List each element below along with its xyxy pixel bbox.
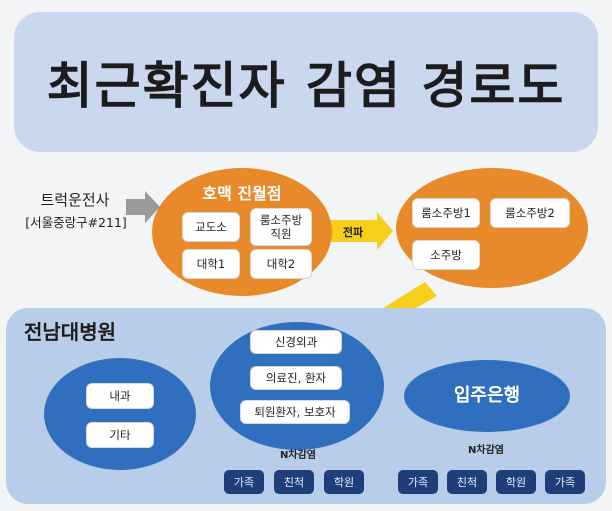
hospital-label: 전남대병원 xyxy=(24,320,116,344)
hospital-item-discharged: 퇴원환자, 보호자 xyxy=(240,400,350,424)
church-contact-relative: 친척 xyxy=(447,470,487,494)
homac-item-univ1: 대학1 xyxy=(182,249,240,279)
source-name: 트럭운전사 xyxy=(40,191,110,209)
room-item-3: 소주방 xyxy=(412,240,480,270)
room-ellipse xyxy=(396,168,588,288)
source-detail: [서울중랑구#211] xyxy=(25,215,127,230)
church-infection-label: N차감염 xyxy=(468,445,504,456)
homac-title: 호맥 진월점 xyxy=(202,184,282,203)
church-contact-academy: 학원 xyxy=(496,470,536,494)
hospital-item-staff-patients: 의료진, 환자 xyxy=(250,366,342,390)
hospital-item-internal: 내과 xyxy=(86,383,154,409)
hospital-item-other: 기타 xyxy=(86,422,154,448)
church-title: 입주은행 xyxy=(453,385,521,406)
church-contact-family: 가족 xyxy=(398,470,438,494)
homac-item-prison: 교도소 xyxy=(182,212,240,242)
church-ellipse xyxy=(404,360,570,432)
hospital-contact-relative: 친척 xyxy=(274,470,314,494)
church-contact-family-2: 가족 xyxy=(545,470,585,494)
homac-item-staff: 룸소주방 직원 xyxy=(250,208,312,246)
homac-item-univ2: 대학2 xyxy=(250,249,312,279)
spread-label: 전파 xyxy=(342,226,364,239)
source-arrow xyxy=(126,191,160,223)
room-item-1: 룸소주방1 xyxy=(412,198,480,228)
hospital-contact-academy: 학원 xyxy=(324,470,364,494)
page-title: 최근확진자 감염 경로도 xyxy=(46,57,566,115)
title-banner xyxy=(14,12,598,152)
spread-arrow xyxy=(328,212,393,250)
hospital-item-neuro: 신경외과 xyxy=(250,330,342,354)
hospital-left-ellipse xyxy=(44,358,196,470)
hospital-infection-label: N차감염 xyxy=(280,450,316,461)
room-item-2: 룸소주방2 xyxy=(490,198,570,228)
hospital-contact-family: 가족 xyxy=(224,470,264,494)
